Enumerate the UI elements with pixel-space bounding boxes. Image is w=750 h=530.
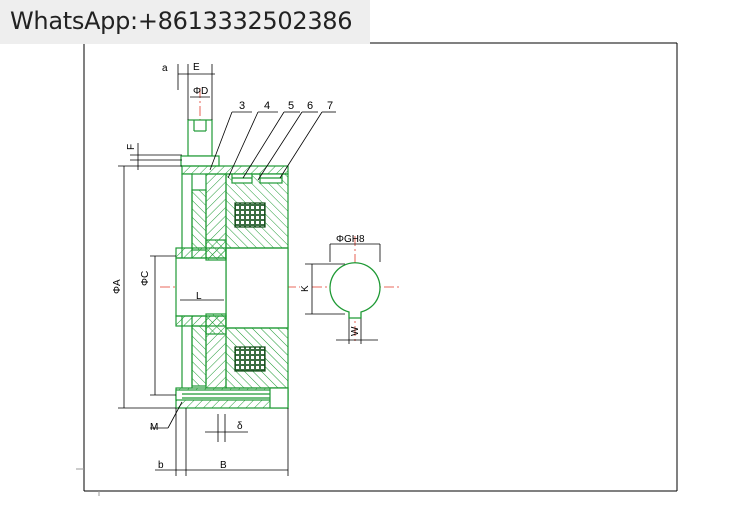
contact-banner: WhatsApp:+8613332502386 bbox=[0, 0, 370, 44]
dim-b: b bbox=[158, 460, 164, 471]
dim-C: ΦC bbox=[140, 271, 151, 286]
dim-E: E bbox=[193, 62, 200, 73]
dimension-labels: a E ΦD F ΦA ΦC L M δ b B ΦGH8 K W bbox=[112, 62, 365, 471]
drawing-frame bbox=[76, 42, 678, 496]
clutch-cross-section bbox=[175, 119, 289, 409]
part-leader-lines bbox=[209, 111, 336, 181]
dim-W: W bbox=[350, 326, 361, 336]
dim-B: B bbox=[220, 460, 227, 471]
dim-A: ΦA bbox=[112, 279, 123, 294]
dim-D: ΦD bbox=[193, 86, 208, 97]
dim-GH8: ΦGH8 bbox=[336, 234, 365, 245]
dim-L: L bbox=[196, 291, 202, 302]
dim-M: M bbox=[150, 422, 158, 433]
dim-a: a bbox=[162, 63, 168, 74]
part-number-5: 5 bbox=[288, 100, 294, 112]
dim-K: K bbox=[300, 285, 311, 292]
part-number-7: 7 bbox=[327, 100, 333, 112]
shaft-keyway-view bbox=[329, 262, 381, 319]
dimension-lines bbox=[118, 64, 381, 476]
dim-F: F bbox=[126, 144, 137, 150]
part-number-6: 6 bbox=[307, 100, 313, 112]
part-number-4: 4 bbox=[264, 100, 270, 112]
part-number-3: 3 bbox=[239, 100, 245, 112]
part-numbers: 3 4 5 6 7 bbox=[239, 100, 333, 112]
dim-delta: δ bbox=[237, 421, 243, 432]
whatsapp-contact-text: WhatsApp:+8613332502386 bbox=[10, 7, 353, 35]
